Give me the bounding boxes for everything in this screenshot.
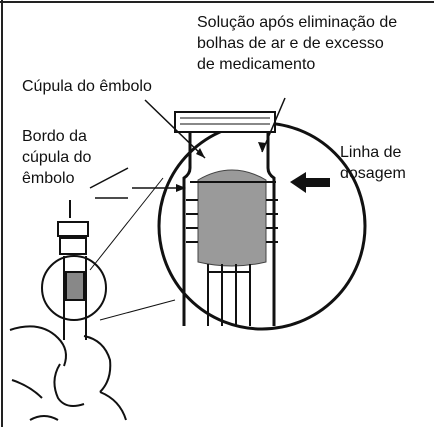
zoom-line-top — [89, 177, 164, 271]
solution-arrowhead — [258, 142, 266, 152]
dosage-arrow — [290, 172, 330, 193]
barrel — [182, 132, 276, 326]
rim-label-line3: êmbolo — [22, 170, 75, 187]
dosage-label-line1: Linha de — [340, 144, 402, 161]
plunger-dome-label: Cúpula do êmbolo — [22, 78, 152, 95]
rim-arrowhead — [176, 184, 186, 192]
plunger-cap — [174, 111, 276, 133]
solution-label-line1: Solução após eliminação de — [197, 14, 398, 31]
zoom-line-bottom — [99, 299, 176, 321]
magnified-view — [157, 111, 367, 331]
rim-label-line1: Bordo da — [22, 128, 87, 145]
rim-label-line2: cúpula do — [22, 149, 92, 166]
solution-label-line2: bolhas de ar e de excesso — [197, 35, 384, 52]
solution-label-line3: de medicamento — [197, 56, 316, 73]
small-syringe — [41, 200, 107, 340]
plunger-rod — [207, 264, 251, 326]
plunger-rings — [186, 199, 278, 243]
dome-arrowhead — [196, 148, 205, 158]
solution-dome — [197, 169, 267, 267]
hand — [9, 325, 127, 421]
dosage-label-line2: dosagem — [340, 165, 406, 182]
